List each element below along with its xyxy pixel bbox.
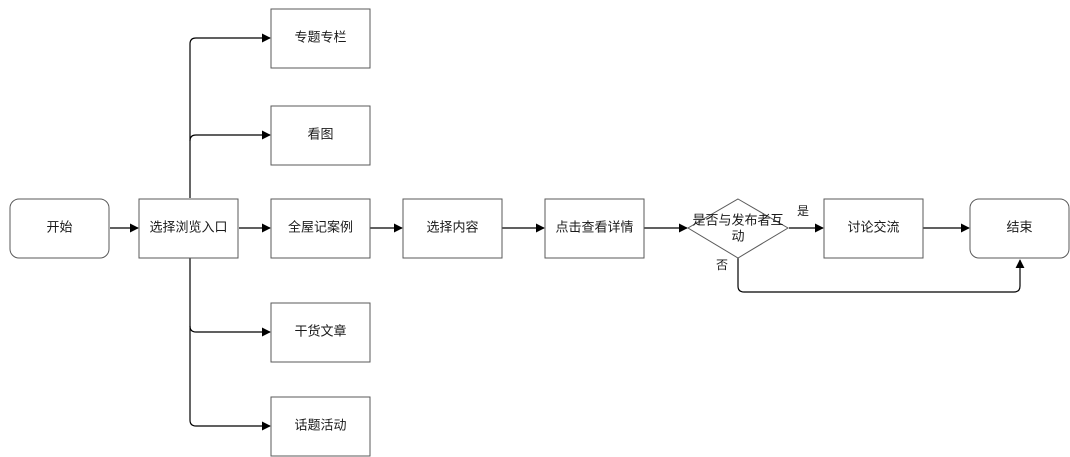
topic-activities-label: 话题活动 — [294, 419, 346, 434]
whole-house-label: 全屋记案例 — [288, 220, 353, 236]
interact-decision-label-line1: 是否与发布者互 — [692, 213, 783, 229]
start-terminator-shape — [9, 198, 110, 259]
select-content-label: 选择内容 — [426, 220, 478, 236]
special-column-label: 专题专栏 — [294, 31, 346, 46]
select-content-box — [402, 198, 503, 259]
topic-activities-box — [270, 396, 371, 457]
edge-select-entry-to-topic-activities — [189, 326, 271, 431]
discuss-label: 讨论交流 — [847, 220, 899, 236]
interact-decision-diamond — [687, 198, 789, 259]
end-terminator-shape — [969, 198, 1070, 259]
special-column-box — [270, 8, 371, 69]
click-details-box — [544, 198, 645, 259]
interact-decision-label-line2: 动 — [731, 230, 744, 245]
node-select-entry: 选择浏览入口 — [138, 198, 239, 259]
edges — [110, 33, 1025, 431]
edge-decision-no-to-end — [737, 258, 1025, 293]
node-start: 开始 — [9, 198, 110, 259]
node-topic-activities: 话题活动 — [270, 396, 371, 457]
view-images-box — [270, 105, 371, 166]
click-details-label: 点击查看详情 — [555, 220, 633, 236]
edge-select-entry-to-special-column — [189, 33, 271, 198]
discuss-box — [823, 198, 924, 259]
no-edge-label: 否 — [716, 258, 728, 272]
dry-articles-label: 干货文章 — [294, 324, 346, 340]
node-end: 结束 — [969, 198, 1070, 259]
node-whole-house: 全屋记案例 — [270, 198, 371, 259]
select-entry-box — [138, 198, 239, 259]
node-dry-articles: 干货文章 — [270, 302, 371, 363]
node-discuss: 讨论交流 — [823, 198, 924, 259]
select-entry-label: 选择浏览入口 — [149, 220, 227, 236]
node-interact-decision: 是否与发布者互 动 — [687, 198, 789, 259]
whole-house-box — [270, 198, 371, 259]
node-special-column: 专题专栏 — [270, 8, 371, 69]
end-label: 结束 — [1006, 221, 1032, 236]
edge-select-entry-to-dry-articles — [189, 258, 271, 337]
dry-articles-box — [270, 302, 371, 363]
view-images-label: 看图 — [307, 127, 333, 143]
edge-select-entry-to-view-images — [189, 130, 271, 142]
node-click-details: 点击查看详情 — [544, 198, 645, 259]
node-select-content: 选择内容 — [402, 198, 503, 259]
node-view-images: 看图 — [270, 105, 371, 166]
yes-edge-label: 是 — [797, 204, 809, 218]
start-label: 开始 — [46, 221, 72, 236]
